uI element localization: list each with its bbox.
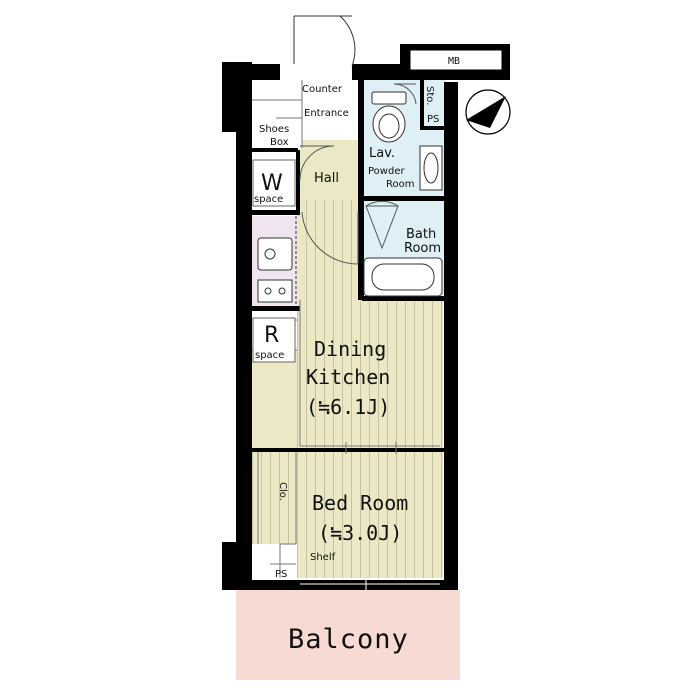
- floor-grain-closet: [252, 452, 297, 544]
- entrance-floor: [252, 80, 302, 148]
- stove-icon: [257, 279, 293, 303]
- closet-label: Clo.: [277, 482, 288, 501]
- entrance-door-swing-icon: [293, 15, 356, 67]
- shelf-label: Shelf: [310, 552, 336, 563]
- lavatory-door-swing-icon: [393, 83, 417, 105]
- bedroom-sliding-door-icon: [300, 442, 440, 454]
- kitchen-label: Kitchen: [306, 365, 390, 389]
- shoes-box-label: Box: [270, 137, 289, 148]
- bedroom-label: Bed Room: [312, 491, 408, 515]
- dining-area-label: (≒6.1J): [306, 395, 390, 419]
- dining-label: Dining: [314, 337, 386, 361]
- bath-door-swing-icon: [365, 200, 399, 250]
- r-space-box: [252, 317, 296, 363]
- counter-label: Counter: [302, 84, 343, 95]
- r-space-label: space: [255, 350, 284, 361]
- ps-bottom-label: PS: [275, 569, 287, 580]
- storage-label: Sto.: [424, 86, 435, 105]
- interior-walls: [252, 80, 446, 452]
- powder-room-label: Room: [386, 179, 414, 190]
- hall-door-swing-icon: [299, 145, 335, 181]
- entrance-label: Entrance: [304, 108, 349, 119]
- lavatory-label: Lav.: [369, 146, 395, 161]
- meter-box: [409, 49, 503, 71]
- balcony-label: Balcony: [288, 624, 409, 655]
- balcony-floor: [236, 590, 460, 680]
- hall-floor: [300, 140, 360, 202]
- bathtub-icon: [363, 257, 443, 297]
- mb-label: MB: [448, 56, 460, 67]
- ps-top-label: PS: [427, 114, 439, 125]
- toilet-icon: [371, 91, 407, 143]
- powder-label: Powder: [368, 166, 405, 177]
- dining-door-swing-icon: [301, 211, 359, 265]
- compass-north-arrow-icon: [465, 89, 511, 135]
- bath-room-label: Room: [404, 241, 441, 256]
- floor-grain-bedroom: [297, 452, 443, 578]
- w-space-box: [252, 159, 296, 207]
- w-space-label: space: [254, 194, 283, 205]
- bath-label: Bath: [406, 227, 436, 242]
- r-space-letter: R: [264, 323, 279, 348]
- balcony-window-icon: [300, 580, 440, 590]
- r-space-floor: [252, 350, 300, 448]
- hall-label: Hall: [314, 171, 339, 186]
- w-space-letter: W: [261, 171, 283, 196]
- kitchen-sink-icon: [257, 237, 293, 271]
- bedroom-area-label: (≒3.0J): [318, 521, 402, 545]
- shoes-label: Shoes: [259, 124, 289, 135]
- powder-sink-icon: [419, 145, 443, 191]
